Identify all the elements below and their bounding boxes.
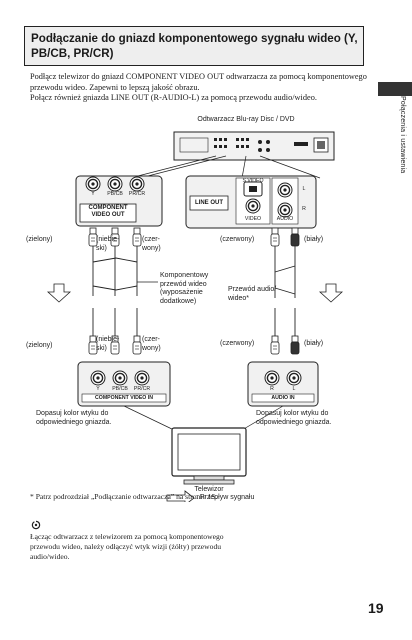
component-video-out-panel	[75, 175, 163, 227]
component-out-jack-pb: PB/CB	[107, 191, 123, 197]
cable-color-blue-top: (niebie- ski)	[96, 236, 120, 252]
cable-color-green-top: (zielony)	[26, 236, 53, 243]
audio-color-white-top: (biały)	[304, 236, 324, 243]
page-title: Podłączanie do gniazd komponentowego syg…	[31, 32, 358, 60]
signal-flow-legend-arrow	[166, 490, 195, 502]
cable-color-blue-bottom: (niebie- ski)	[96, 336, 120, 352]
line-out-jack-audio: AUDIO	[276, 216, 294, 222]
signal-flow-arrow-left	[46, 283, 72, 303]
intro-paragraph-2: Połącz również gniazda LINE OUT (R-AUDIO…	[30, 93, 317, 103]
match-color-left: Dopasuj kolor wtyku do odpowiedniego gni…	[36, 410, 112, 426]
component-in-jack-y: Y	[96, 386, 100, 392]
component-video-in-panel	[77, 361, 171, 407]
audio-in-jack-l: L	[292, 386, 296, 392]
note-text: Łącząc odtwarzacz z telewizorem za pomoc…	[30, 532, 224, 561]
audio-color-red-top: (czerwony)	[220, 236, 255, 243]
connection-diagram-graphic	[46, 131, 344, 502]
component-in-jack-pr: PR/CR	[133, 386, 151, 392]
component-in-jack-pb: PB/CB	[112, 386, 128, 392]
tv-label: Telewizor	[194, 486, 224, 493]
line-out-jack-l: L	[302, 186, 306, 192]
cable-color-red-bottom: (czer- wony)	[142, 336, 161, 352]
audio-cable-label: Przewód audio/ wideo*	[228, 286, 277, 302]
footnote: * Patrz podrozdział „Podłączanie odtwarz…	[30, 492, 218, 501]
audio-in-label: AUDIO IN	[271, 395, 295, 401]
audio-color-red-bottom: (czerwony)	[220, 340, 255, 347]
television	[171, 427, 247, 485]
audio-color-white-bottom: (biały)	[304, 340, 324, 347]
component-out-jack-pr: PR/CR	[128, 191, 146, 197]
signal-flow-arrow-right	[318, 283, 344, 303]
intro-text: Podłącz telewizor do gniazd COMPONENT VI…	[30, 72, 370, 104]
intro-paragraph-1: Podłącz telewizor do gniazd COMPONENT VI…	[30, 72, 367, 92]
player-label: Odtwarzacz Blu-ray Disc / DVD	[197, 116, 295, 123]
audio-in-jack-r: R	[270, 386, 274, 392]
section-side-label: Połączenia i ustawienia	[399, 96, 406, 174]
cable-color-green-bottom: (zielony)	[26, 342, 53, 349]
connection-diagram: Odtwarzacz Blu-ray Disc / DVD Y PB/CB PR…	[20, 112, 370, 502]
line-out-panel	[185, 175, 317, 229]
audio-in-panel	[247, 361, 319, 407]
line-out-jack-r: R	[302, 206, 306, 212]
note-icon	[31, 520, 41, 530]
page-number: 19	[368, 600, 384, 616]
line-out-jack-s-video: S VIDEO	[242, 178, 264, 184]
line-out-jack-video: VIDEO	[244, 216, 262, 222]
section-tab-marker	[378, 82, 412, 96]
match-color-right: Dopasuj kolor wtyku do odpowiedniego gni…	[256, 410, 332, 426]
title-box: Podłączanie do gniazd komponentowego syg…	[24, 26, 364, 66]
line-out-label: LINE OUT	[195, 200, 223, 206]
cable-color-red-top: (czer- wony)	[142, 236, 161, 252]
component-video-out-label: COMPONENT VIDEO OUT	[88, 205, 128, 218]
component-cable-label: Komponentowy przewód wideo (wyposażenie …	[160, 272, 209, 305]
signal-flow-legend: : Przepływ sygnału	[196, 494, 255, 501]
component-out-jack-y: Y	[91, 191, 95, 197]
bluray-player	[173, 131, 335, 161]
component-video-in-label: COMPONENT VIDEO IN	[95, 395, 153, 401]
